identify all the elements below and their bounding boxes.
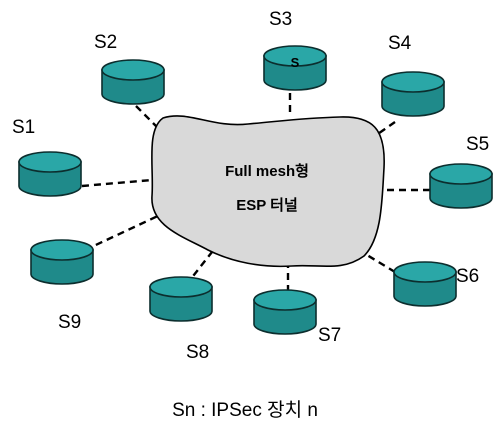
link-s4 <box>371 121 396 139</box>
link-s1 <box>81 178 153 188</box>
label-s4: S4 <box>388 33 412 54</box>
device-s7 <box>253 289 317 335</box>
esp-tunnel-cloud: Full mesh형 ESP 터널 <box>151 115 385 268</box>
label-s7: S7 <box>318 325 341 346</box>
label-s6: S6 <box>456 266 479 287</box>
label-s3: S3 <box>269 9 292 30</box>
device-s5 <box>429 163 493 209</box>
link-s9 <box>84 213 161 252</box>
label-s1: S1 <box>12 117 35 138</box>
legend-caption: Sn : IPSec 장치 n <box>172 399 318 421</box>
device-s3-inner-label: S <box>291 55 300 70</box>
tunnel-title-line1: Full mesh형 <box>225 163 309 180</box>
device-s1 <box>18 151 82 197</box>
label-s9: S9 <box>58 312 81 333</box>
label-s2: S2 <box>94 32 117 53</box>
link-s6 <box>361 250 396 274</box>
device-s8 <box>149 276 213 322</box>
label-s8: S8 <box>186 342 209 363</box>
device-s6 <box>393 261 457 307</box>
device-s3: S <box>263 45 327 91</box>
tunnel-title-line2: ESP 터널 <box>236 197 298 214</box>
device-s4 <box>381 71 445 117</box>
device-s2 <box>101 59 165 105</box>
device-s9 <box>30 239 94 285</box>
label-s5: S5 <box>466 134 489 155</box>
